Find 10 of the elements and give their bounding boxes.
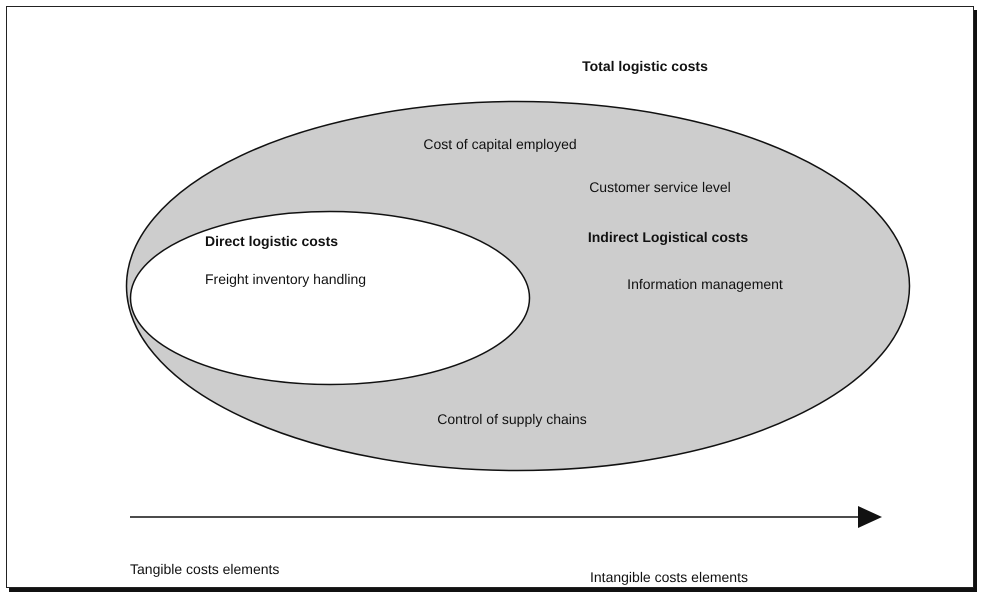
axis-end-label: Intangible costs elements [590, 569, 748, 585]
region-label: Customer service level [589, 179, 731, 195]
region-heading: Direct logistic costs [205, 233, 338, 249]
region-label: Control of supply chains [437, 411, 587, 427]
region-heading: Indirect Logistical costs [588, 229, 748, 245]
region-label: Cost of capital employed [423, 136, 577, 152]
axis-end-label: Tangible costs elements [130, 561, 280, 577]
region-label: Freight inventory handling [205, 271, 366, 287]
diagram-title: Total logistic costs [582, 58, 708, 74]
region-label: Information management [627, 276, 783, 292]
